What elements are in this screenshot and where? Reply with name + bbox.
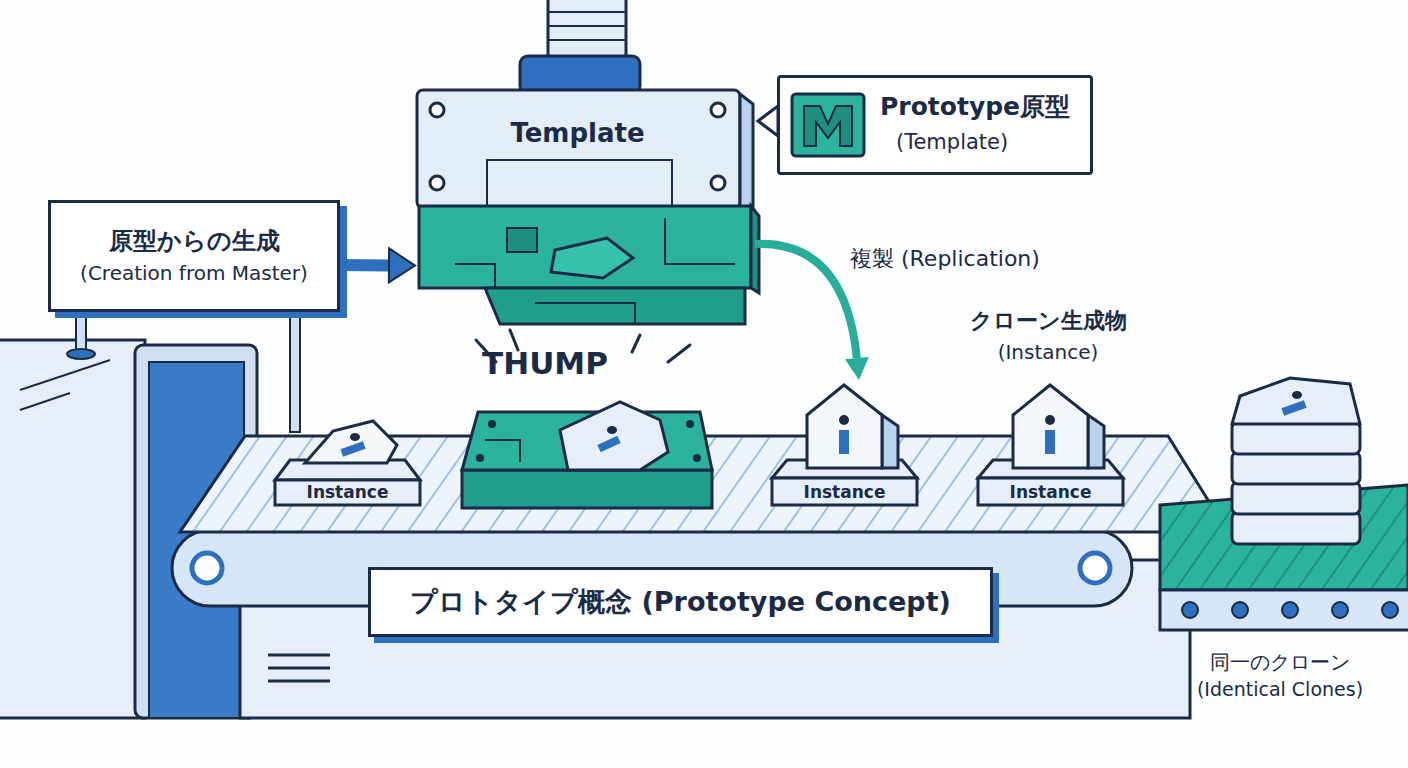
callout-tail — [758, 106, 778, 136]
instance-heading: クローン生成物 — [948, 308, 1148, 334]
signboard: 原型からの生成 (Creation from Master) — [48, 200, 340, 312]
sign-subtitle: (Creation from Master) — [80, 261, 308, 285]
clones-heading: 同一のクローン — [1180, 650, 1380, 674]
instance-block: Instance — [772, 380, 917, 505]
template-press: Template — [415, 88, 755, 328]
instance-block: Instance — [275, 405, 420, 505]
band-label: プロトタイプ概念 (Prototype Concept) — [410, 586, 951, 618]
replication-arrow — [755, 244, 857, 358]
sign-posts — [67, 312, 300, 432]
conveyor — [172, 436, 1228, 718]
instance-subtitle: (Instance) — [948, 340, 1148, 364]
callout-subtitle: (Template) — [896, 130, 1008, 155]
press-label: Template — [415, 118, 740, 149]
edge-label: 複製 (Replication) — [850, 246, 1040, 272]
instance-label: Instance — [275, 482, 420, 502]
clones-subtitle: (Identical Clones) — [1165, 678, 1395, 701]
callout-heading: Prototype原型 — [880, 92, 1070, 122]
instance-label: Instance — [978, 482, 1123, 502]
concept-band: プロトタイプ概念 (Prototype Concept) — [368, 567, 993, 637]
instance-label: Instance — [772, 482, 917, 502]
sign-heading: 原型からの生成 — [109, 227, 280, 256]
stamped-plate — [462, 402, 712, 508]
flow-arrow — [340, 259, 389, 271]
impact-word: THUMP — [470, 345, 620, 382]
callout-box: Prototype原型 (Template) — [777, 75, 1093, 175]
clone-stack — [1232, 378, 1360, 544]
instance-block: Instance — [978, 380, 1123, 505]
press-column — [520, 0, 640, 94]
